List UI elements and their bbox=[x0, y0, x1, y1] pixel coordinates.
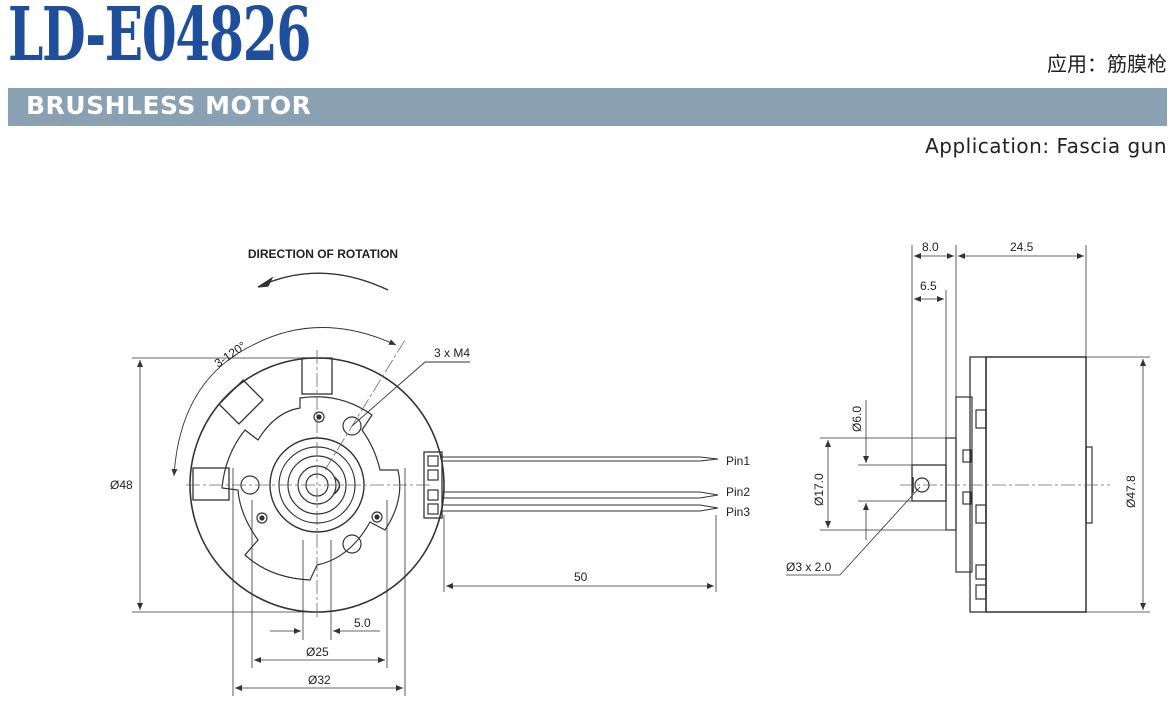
dim-dia-25: Ø25 bbox=[306, 645, 329, 659]
pin1-label: Pin1 bbox=[726, 454, 750, 468]
dim-outer-dia: Ø48 bbox=[110, 478, 133, 492]
application-en: Application: Fascia gun bbox=[925, 134, 1167, 158]
dim-shaft-hole: Ø3 x 2.0 bbox=[786, 560, 832, 574]
dim-top-6-5: 6.5 bbox=[920, 279, 937, 293]
motor-body bbox=[985, 356, 1087, 613]
screw-label: 3 x M4 bbox=[434, 346, 470, 360]
dim-top-24: 24.5 bbox=[1010, 240, 1034, 254]
front-view: DIRECTION OF ROTATION Pin1 Pin2 bbox=[110, 247, 750, 696]
model-title: LD-E04826 bbox=[8, 0, 311, 78]
rotation-arrow bbox=[257, 272, 389, 291]
side-view: 8.0 24.5 6.5 Ø6.0 Ø17.0 Ø47.8 Ø3 x 2.0 bbox=[786, 240, 1150, 613]
subtitle-text: BRUSHLESS MOTOR bbox=[26, 91, 312, 120]
dim-hub-dia: Ø17.0 bbox=[812, 473, 826, 506]
dim-shaft-dia: Ø6.0 bbox=[850, 406, 864, 432]
angle-label: 3-120° bbox=[212, 339, 249, 371]
pin3-label: Pin3 bbox=[726, 505, 750, 519]
dim-dia-32: Ø32 bbox=[308, 673, 331, 687]
application-cn: 应用：筋膜枪 bbox=[1047, 52, 1167, 76]
stator-plate bbox=[221, 396, 401, 581]
rotation-label: DIRECTION OF ROTATION bbox=[248, 247, 398, 261]
dim-body-dia: Ø47.8 bbox=[1124, 475, 1138, 508]
pin2-label: Pin2 bbox=[726, 485, 750, 499]
dim-top-8: 8.0 bbox=[922, 240, 939, 254]
dim-small-offset: 5.0 bbox=[354, 616, 371, 630]
subtitle-banner: BRUSHLESS MOTOR bbox=[8, 88, 1167, 126]
dim-lead-length: 50 bbox=[574, 570, 588, 584]
